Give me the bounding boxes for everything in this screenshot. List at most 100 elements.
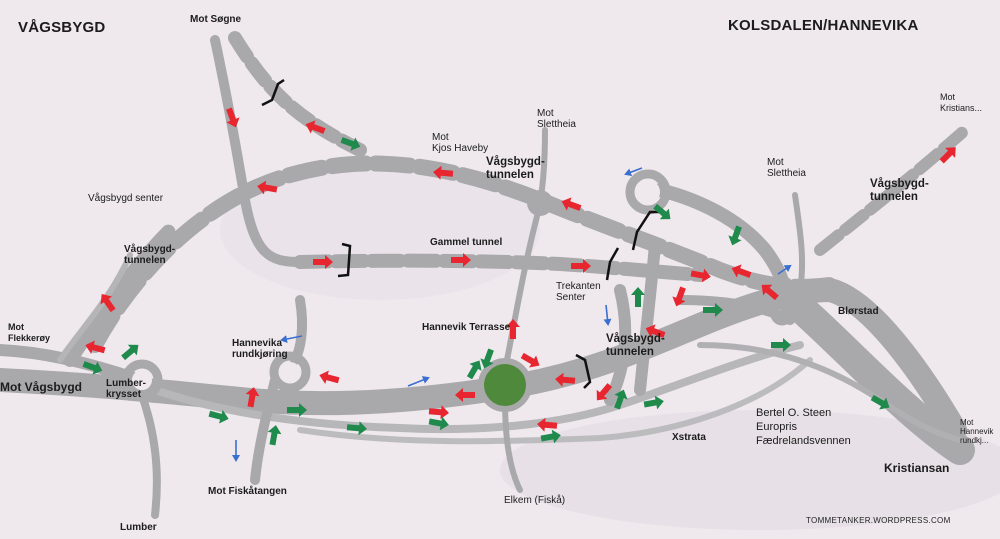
green-arrow — [267, 425, 282, 446]
green-arrow — [771, 338, 791, 352]
label-trekanten-senter: Trekanten Senter — [556, 281, 601, 303]
green-arrow — [208, 410, 229, 424]
label-vagsbygd-tunnelen-south: Vågsbygd- tunnelen — [606, 333, 665, 358]
green-arrow — [480, 348, 494, 369]
label-hannevika-rundkjoring: Hannevika rundkjøring — [232, 338, 288, 360]
road-lumber — [136, 386, 161, 519]
label-bertel-o-steen: Bertel O. Steen Europris Fædrelandsvenne… — [756, 407, 851, 447]
red-arrow — [506, 319, 520, 339]
road-trekanten-ramp — [604, 284, 632, 406]
green-arrow — [340, 137, 361, 151]
red-arrow — [571, 259, 591, 273]
road-sogne-tunnel — [228, 31, 367, 157]
red-arrow — [226, 107, 240, 128]
tunnel-portal-south — [575, 353, 592, 389]
label-mot-hannevika: Mot Hannevik rundkj... — [960, 418, 994, 445]
road-hannevika-north — [290, 295, 308, 365]
green-arrow — [466, 360, 482, 380]
red-arrow — [305, 120, 326, 134]
red-arrow — [451, 253, 471, 267]
label-mot-kristiansand-top: Mot Kristians... — [940, 92, 983, 113]
blue-arrows — [232, 167, 792, 462]
road-east-ramps — [675, 295, 795, 325]
road-e39-main — [0, 278, 967, 442]
road-kristiansand-north — [814, 124, 971, 256]
blue-arrow — [603, 304, 612, 326]
heading-kolsdalen-hannevika: KOLSDALEN/HANNEVIKA — [728, 17, 919, 34]
red-arrow — [645, 324, 666, 338]
label-mot-flekkeroy: Mot Flekkerøy — [8, 322, 51, 343]
roundabout-hannevika — [269, 351, 311, 393]
road-terrasse — [502, 202, 543, 373]
tunnel-portal-sogne — [261, 78, 285, 107]
red-arrow — [455, 388, 475, 402]
red-arrow — [313, 255, 333, 269]
road-west-tunnel — [63, 223, 177, 367]
red-arrow — [939, 147, 956, 164]
label-gammel-tunnel: Gammel tunnel — [430, 237, 503, 248]
green-arrow — [540, 429, 561, 444]
label-mot-vagsbygd: Mot Vågsbygd — [0, 380, 83, 394]
label-vagsbygd-senter: Vågsbygd senter — [88, 193, 164, 204]
red-arrow — [428, 405, 449, 420]
label-hannevik-terrasse: Hannevik Terrasse — [422, 322, 511, 333]
red-arrow — [85, 340, 106, 354]
red-arrow — [100, 293, 116, 313]
label-elkem-fiska: Elkem (Fiskå) — [504, 495, 566, 506]
red-arrow — [555, 372, 576, 387]
label-mot-slettheia-east: Mot Slettheia — [767, 157, 806, 179]
label-vagsbygd-tunnelen-east: Vågsbygd- tunnelen — [870, 178, 929, 203]
green-arrow — [346, 421, 367, 436]
blue-arrow — [280, 335, 303, 343]
red-arrow — [537, 417, 558, 432]
green-arrow — [728, 225, 742, 246]
road-local-lower — [151, 341, 804, 434]
blue-arrow — [777, 264, 792, 275]
tunnel-portal-gammel — [337, 242, 352, 278]
road-slettheia-east — [792, 192, 806, 293]
label-lumber: Lumber — [120, 522, 157, 533]
green-arrow — [82, 361, 103, 375]
roundabout-slettheia — [527, 190, 553, 216]
red-arrow — [690, 268, 711, 283]
red-arrows — [85, 107, 956, 432]
red-arrow — [257, 180, 278, 195]
label-kristiansand: Kristiansan — [884, 461, 950, 475]
blue-arrow — [624, 167, 643, 176]
label-mot-kjos-haveby: Mot Kjos Haveby — [432, 132, 489, 154]
green-arrow — [121, 344, 139, 361]
label-vagsbygd-tunnelen-west: Vågsbygd- tunnelen — [124, 244, 176, 266]
label-mot-slettheia-north: Mot Slettheia — [537, 108, 576, 130]
road-east-south — [697, 342, 963, 443]
red-arrow — [520, 352, 540, 368]
green-arrow — [614, 389, 628, 410]
tunnel-portal-kolsdalen — [631, 210, 660, 251]
heading-vagsbygd: VÅGSBYGD — [18, 19, 106, 36]
red-arrow — [672, 286, 686, 307]
tunnel-portal-trekanten — [605, 247, 620, 281]
label-mot-sogne: Mot Søgne — [190, 14, 242, 25]
red-arrow — [319, 370, 340, 384]
roundabout-hannevik-terrasse — [478, 358, 532, 412]
roundabout-blorstad — [770, 302, 794, 326]
green-arrow — [428, 416, 449, 431]
label-lumberkrysset: Lumber- krysset — [106, 378, 146, 400]
road-flekkeroy-tail — [57, 252, 133, 363]
green-arrow — [653, 203, 671, 220]
tunnel-portals — [261, 78, 660, 389]
green-arrow — [870, 394, 890, 410]
label-blorstad: Blørstad — [838, 306, 879, 317]
green-arrow — [643, 395, 664, 410]
green-arrows — [82, 137, 890, 446]
label-xstrata: Xstrata — [672, 432, 706, 443]
road-vagsbygd-tunnel-upper — [87, 155, 838, 353]
road-east-loop — [653, 183, 792, 307]
credit-watermark: TOMMETANKER.WORDPRESS.COM — [806, 516, 951, 525]
red-arrow — [731, 264, 752, 278]
green-arrow — [631, 287, 645, 307]
label-vagsbygd-tunnelen-center: Vågsbygd- tunnelen — [486, 156, 545, 181]
green-arrow — [287, 403, 307, 417]
red-arrow — [596, 383, 613, 401]
red-arrow — [433, 165, 454, 180]
